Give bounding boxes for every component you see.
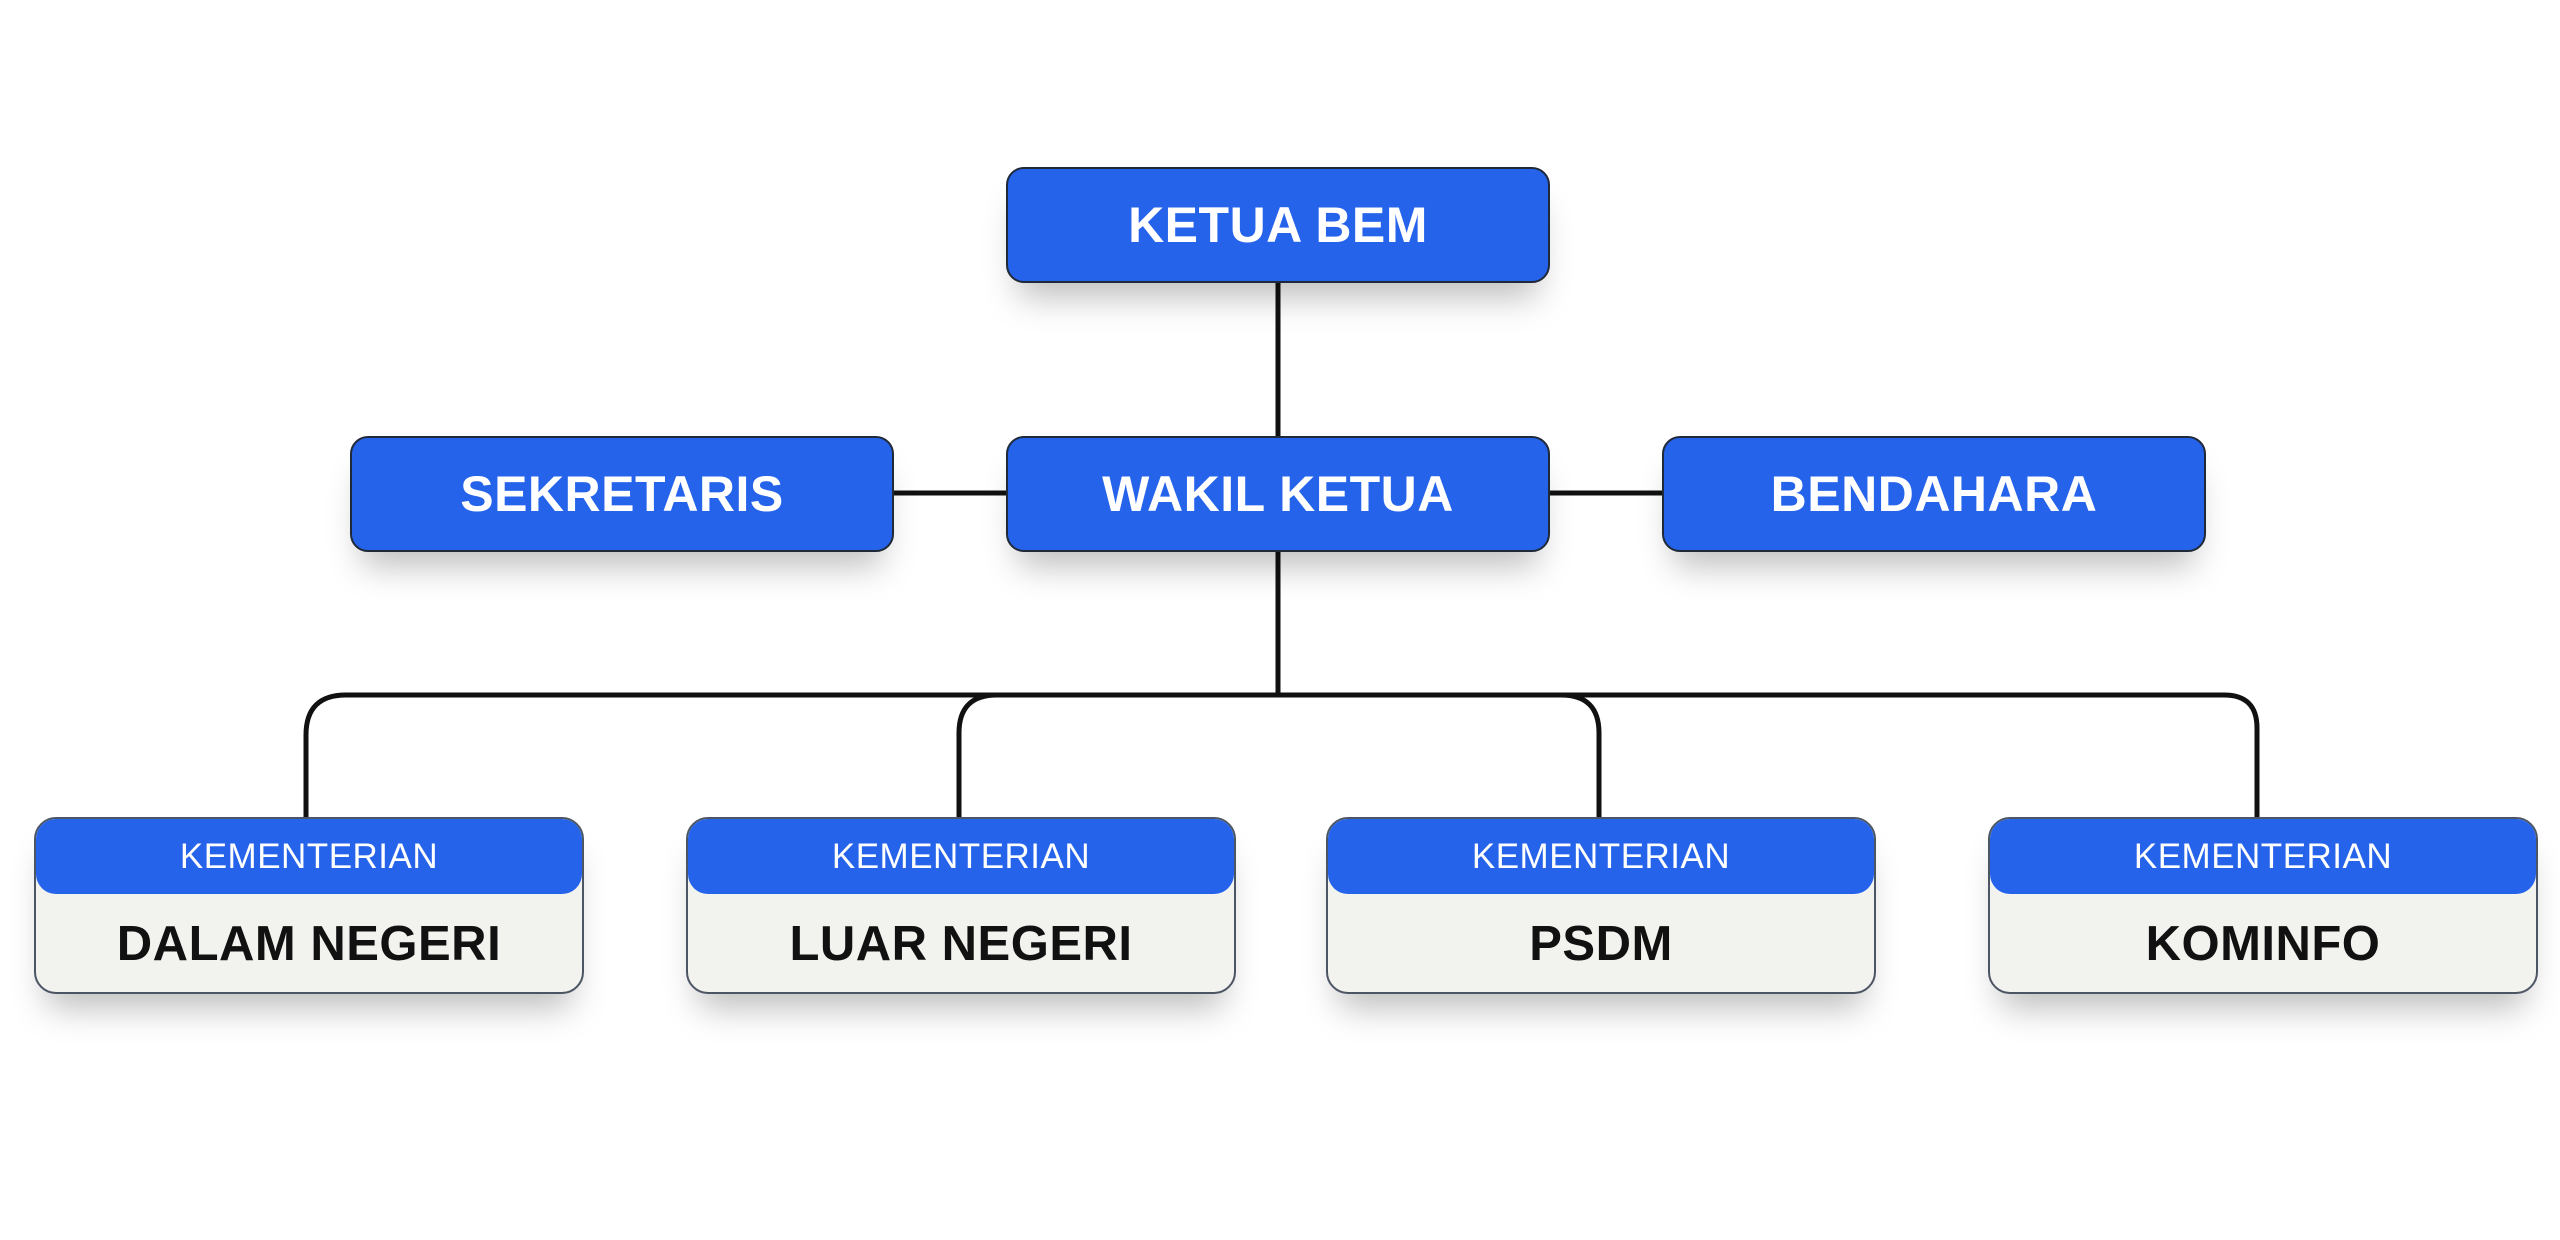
line-branch-luar-negeri [956,692,1000,821]
wakil-ketua-box: WAKIL KETUA [1006,436,1550,552]
kementerian-header: KEMENTERIAN [688,819,1234,894]
line-branch-kominfo [2221,692,2260,821]
sekretaris-label: SEKRETARIS [460,466,784,522]
sekretaris-box: SEKRETARIS [350,436,894,552]
bendahara-label: BENDAHARA [1770,466,2098,522]
kementerian-card-luar-negeri: KEMENTERIAN LUAR NEGERI [686,817,1236,994]
wakil-ketua-label: WAKIL KETUA [1102,466,1454,522]
kementerian-name: LUAR NEGERI [789,917,1133,971]
kementerian-header: KEMENTERIAN [1328,819,1874,894]
kementerian-header: KEMENTERIAN [36,819,582,894]
kementerian-name: DALAM NEGERI [116,917,502,971]
line-branch-dalam-negeri [303,692,349,821]
kementerian-card-kominfo: KEMENTERIAN KOMINFO [1988,817,2538,994]
kementerian-name: PSDM [1529,917,1673,971]
line-branch-psdm [1558,692,1602,821]
kementerian-card-psdm: KEMENTERIAN PSDM [1326,817,1876,994]
ketua-bem-box: KETUA BEM [1006,167,1550,283]
kementerian-header: KEMENTERIAN [1990,819,2536,894]
kementerian-name: KOMINFO [2145,917,2381,971]
bendahara-box: BENDAHARA [1662,436,2206,552]
kementerian-card-dalam-negeri: KEMENTERIAN DALAM NEGERI [34,817,584,994]
ketua-bem-label: KETUA BEM [1128,197,1428,253]
